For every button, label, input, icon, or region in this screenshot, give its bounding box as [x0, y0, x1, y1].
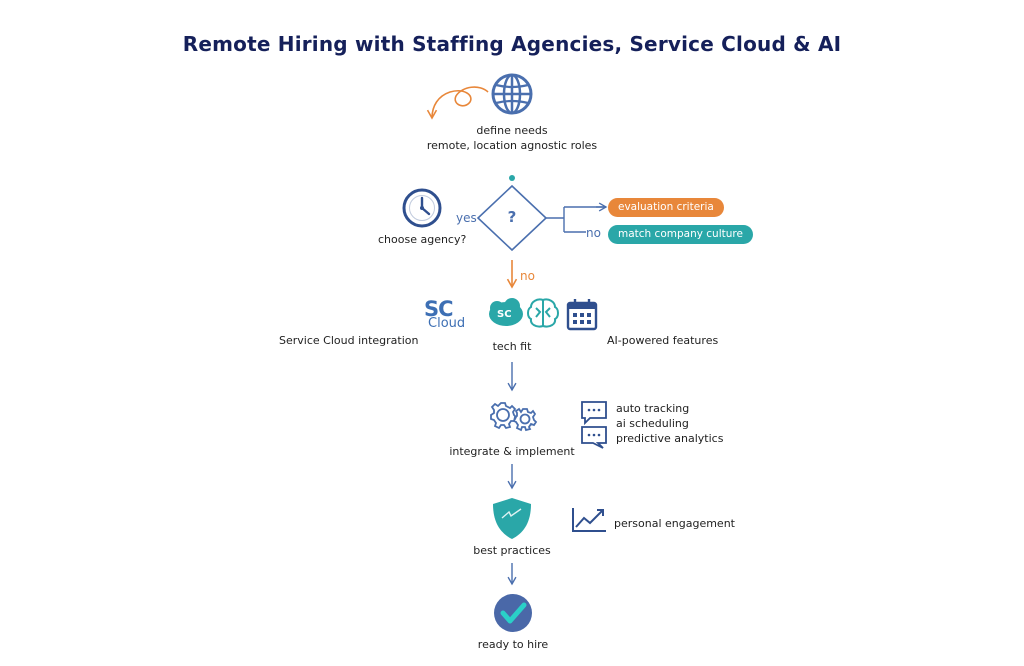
- question-mark: ?: [507, 208, 517, 226]
- service-cloud-logo: SC: [424, 297, 454, 321]
- feature-ai-scheduling: ai scheduling: [616, 417, 689, 430]
- branch-connector: [546, 206, 606, 233]
- service-cloud-bubble-icon: [489, 298, 523, 326]
- service-cloud-logo-bottom: Cloud: [428, 316, 466, 331]
- yes-label: yes: [456, 211, 477, 225]
- sc-bubble-text: SC: [497, 309, 512, 320]
- start-dot: [509, 175, 515, 181]
- tech-fit-label: tech fit: [492, 340, 532, 353]
- feature-predictive-analytics: predictive analytics: [616, 432, 724, 445]
- sc-logo-top: SC: [424, 297, 454, 321]
- ready-to-hire-label: ready to hire: [477, 638, 549, 651]
- evaluation-criteria-badge: evaluation criteria: [608, 198, 724, 217]
- service-cloud-integration-label: Service Cloud integration: [279, 334, 419, 347]
- check-circle-icon: [494, 594, 532, 632]
- define-needs-label: define needs: [476, 124, 548, 137]
- loop-arrow: [426, 86, 489, 120]
- gears-icon: [490, 402, 538, 432]
- best-practices-label: best practices: [473, 544, 551, 557]
- shield-icon: [493, 498, 531, 539]
- no-down-label: no: [520, 269, 535, 283]
- chat-bubble-icon: [581, 401, 607, 426]
- integrate-implement-label: integrate & implement: [449, 445, 575, 458]
- match-culture-badge: match company culture: [608, 225, 753, 244]
- clock-icon: [402, 188, 442, 228]
- chat-bubble-icon-2: [581, 426, 607, 449]
- define-needs-sublabel: remote, location agnostic roles: [426, 139, 598, 152]
- trend-chart-icon: [572, 508, 606, 532]
- calendar-icon: [566, 299, 598, 331]
- feature-auto-tracking: auto tracking: [616, 402, 690, 415]
- brain-icon: [527, 298, 559, 328]
- choose-agency-label: choose agency?: [378, 233, 467, 246]
- globe-icon: [491, 73, 533, 115]
- ai-powered-features-label: AI-powered features: [607, 334, 719, 347]
- personal-engagement-label: personal engagement: [614, 517, 735, 530]
- question-diamond-icon: [476, 184, 548, 252]
- page-title: Remote Hiring with Staffing Agencies, Se…: [182, 32, 842, 56]
- no-right-label: no: [586, 226, 601, 240]
